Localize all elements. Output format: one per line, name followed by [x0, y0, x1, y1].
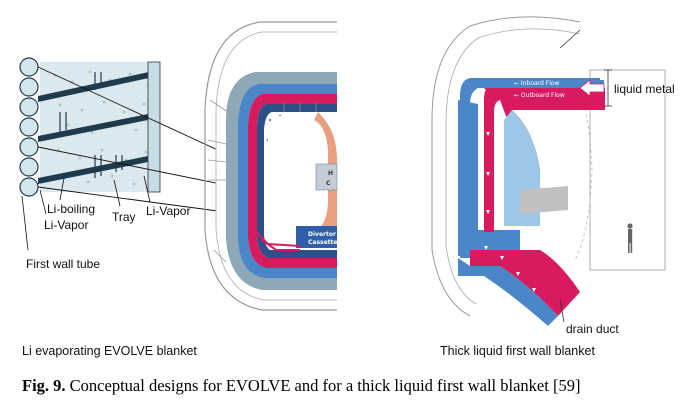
hot-cell-label: H: [328, 170, 333, 177]
inboard-flow-label: ← Inboard Flow: [514, 80, 560, 87]
drain-duct-label: drain duct: [566, 322, 619, 336]
figure-caption: Fig. 9. Conceptual designs for EVOLVE an…: [22, 376, 580, 396]
vapor-channels: [59, 72, 123, 178]
divertor-label: Divertor: [308, 231, 336, 238]
li-droplets: [53, 70, 150, 186]
flow-arrows: [484, 132, 536, 292]
outboard-flow-label: ← Outboard Flow: [514, 92, 565, 99]
caption-text: Conceptual designs for EVOLVE and for a …: [69, 376, 581, 395]
li-vapor-left-label: Li-Vapor: [44, 218, 89, 232]
tray-plates: [38, 70, 158, 184]
cassette-label: Cassette: [308, 239, 337, 246]
vapor-column: [147, 61, 161, 193]
evolve-tray-schematic: [19, 57, 161, 251]
right-subtitle: Thick liquid first wall blanket: [440, 344, 595, 358]
li-boiling-label: Li-boiling: [47, 202, 96, 216]
li-vapor-right-label: Li-Vapor: [146, 204, 191, 218]
liquid-metal-label: liquid metal: [614, 82, 675, 96]
evolve-reactor-section: [204, 21, 338, 311]
label-leaders: [21, 175, 151, 251]
first-wall-tube-label: First wall tube: [26, 257, 101, 271]
tray-label: Tray: [112, 210, 136, 224]
first-wall-tubes: [19, 57, 39, 197]
hot-cell-label-2: C: [326, 180, 331, 187]
left-subtitle: Li evaporating EVOLVE blanket: [22, 344, 197, 358]
person-scale-icon: [627, 223, 633, 253]
caption-label: Fig. 9.: [22, 376, 66, 395]
divertor-cassette: [296, 226, 337, 248]
thick-liquid-wall-section: [431, 16, 666, 326]
